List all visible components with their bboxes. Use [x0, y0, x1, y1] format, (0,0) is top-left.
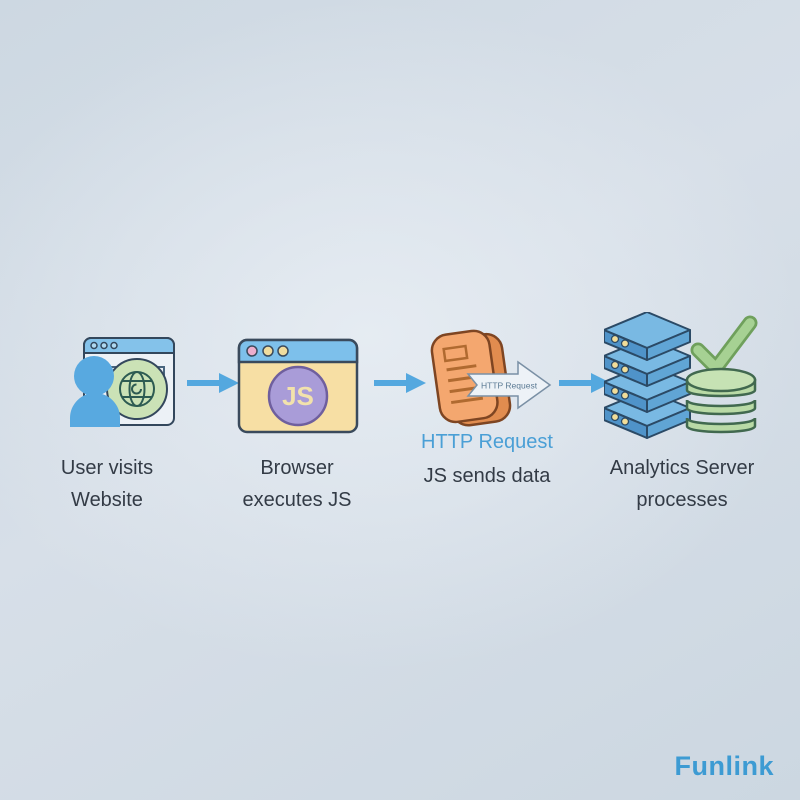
server-stack-icon	[603, 311, 691, 439]
globe-icon	[106, 358, 168, 420]
step-label: JS sends data	[382, 460, 592, 492]
step-label: Analytics Server processes	[577, 452, 787, 516]
http-request-icon: HTTP Request	[420, 328, 556, 436]
step-label-line: Analytics Server	[609, 457, 755, 479]
funlink-logo: Funlink	[674, 751, 774, 781]
user-browser-icon	[48, 330, 180, 430]
window-dot-yellow	[262, 345, 274, 357]
step-sub-label: HTTP Request	[421, 431, 553, 453]
checkmark-icon	[690, 315, 758, 376]
step-label-line: User visits	[60, 457, 154, 479]
window-dot-yellow	[277, 345, 289, 357]
flow-arrow-icon	[184, 370, 240, 396]
request-arrow-icon: HTTP Request	[466, 360, 552, 410]
flow-arrow-icon	[556, 370, 612, 396]
js-badge-circle	[267, 365, 329, 427]
step-label-line: processes	[636, 489, 728, 511]
step-label-line: Website	[71, 489, 143, 511]
step-label-line: executes JS	[242, 489, 352, 511]
js-badge-text: JS	[282, 381, 314, 411]
step-label-line: Browser	[260, 457, 334, 479]
window-dot-pink	[246, 345, 258, 357]
analytics-server-icon	[603, 311, 759, 444]
js-browser-icon: JS	[237, 338, 359, 434]
flow-arrow-icon	[371, 370, 427, 396]
database-icon	[685, 367, 757, 434]
step-label-line: JS sends data	[423, 465, 551, 487]
step-label: Browser executes JS	[192, 452, 402, 516]
request-arrow-text: HTTP Request	[481, 381, 538, 391]
step-label: User visits Website	[2, 452, 212, 516]
user-icon	[70, 356, 120, 427]
